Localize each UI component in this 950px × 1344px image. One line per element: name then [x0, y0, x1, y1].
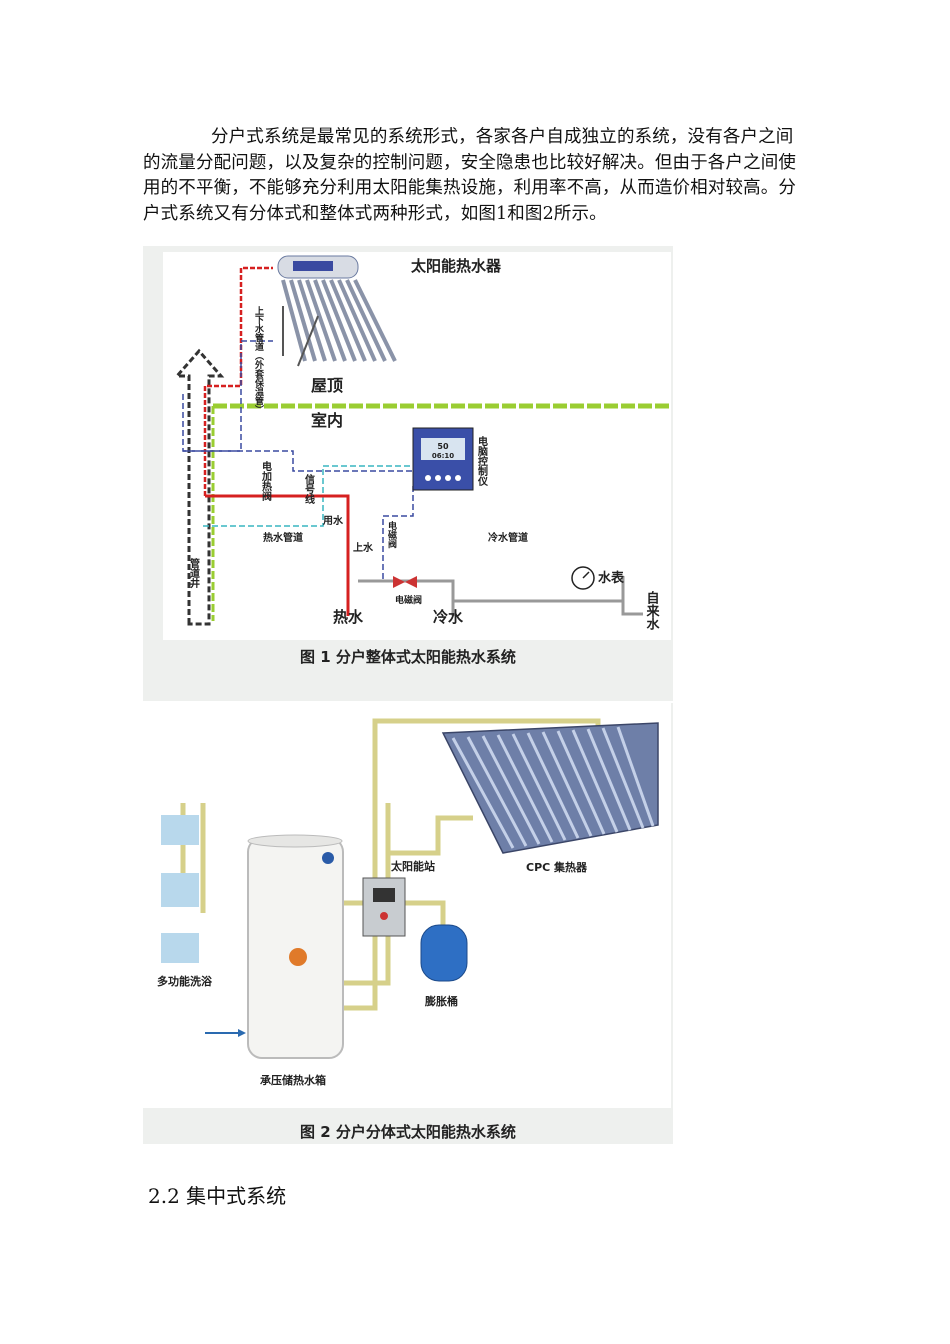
- solenoid-valve-a-label: 电磁阀: [386, 520, 397, 549]
- collector-label: CPC 集热器: [526, 860, 588, 874]
- body-paragraph: 分户式系统是最常见的系统形式，各家各户自成独立的系统，没有各户之间的流量分配问题…: [143, 127, 797, 224]
- figure-2-caption: 图 2 分户分体式太阳能热水系统: [300, 1123, 516, 1141]
- section-heading: 2.2 集中式系统: [148, 1184, 287, 1208]
- indoor-label: 室内: [311, 411, 343, 430]
- controller-label: 电脑控制仪: [476, 435, 489, 487]
- signal-line-label: 信号线: [303, 473, 315, 505]
- cold-water-label: 冷水: [433, 608, 464, 626]
- figure-2: CPC 集热器 太阳能站 膨胀桶 多功能洗浴 承压储热水箱 图 2 分户分体式太…: [143, 703, 673, 1144]
- heater-valve-label: 电加热阀: [260, 460, 273, 502]
- tap-water-label: 自来水: [644, 590, 661, 631]
- figure-2-diagram: CPC 集热器 太阳能站 膨胀桶 多功能洗浴 承压储热水箱: [143, 703, 671, 1108]
- hot-water-label: 热水: [333, 608, 364, 626]
- cold-pipe-label: 冷水管道: [488, 531, 528, 544]
- controller-temp: 50: [437, 442, 449, 451]
- up-down-pipe-label: 上下水管道（外套保温管）: [253, 305, 265, 414]
- solenoid-valve-b-label: 电磁阀: [395, 594, 422, 606]
- heater-title: 太阳能热水器: [411, 257, 502, 275]
- roof-label: 屋顶: [311, 376, 343, 395]
- multi-bath-label: 多功能洗浴: [157, 974, 213, 988]
- hot-pipe-label: 热水管道: [263, 531, 303, 544]
- solar-station-label: 太阳能站: [390, 859, 435, 873]
- controller-time: 06:10: [432, 452, 454, 460]
- figure-1-diagram: 50 06:10 太阳能热水器 屋顶 室内 上下水管道（外套保温管） 管道井 电…: [163, 252, 671, 640]
- expansion-tank-label: 膨胀桶: [424, 994, 458, 1008]
- pipe-shaft-label: 管道井: [188, 557, 200, 589]
- water-meter-label: 水表: [598, 570, 625, 586]
- storage-tank-label: 承压储热水箱: [260, 1073, 326, 1087]
- figure-1-caption: 图 1 分户整体式太阳能热水系统: [300, 648, 516, 666]
- upper-water-label: 上水: [353, 541, 374, 554]
- figure-1: 50 06:10 太阳能热水器 屋顶 室内 上下水管道（外套保温管） 管道井 电…: [143, 246, 673, 701]
- use-water-label: 用水: [322, 514, 344, 527]
